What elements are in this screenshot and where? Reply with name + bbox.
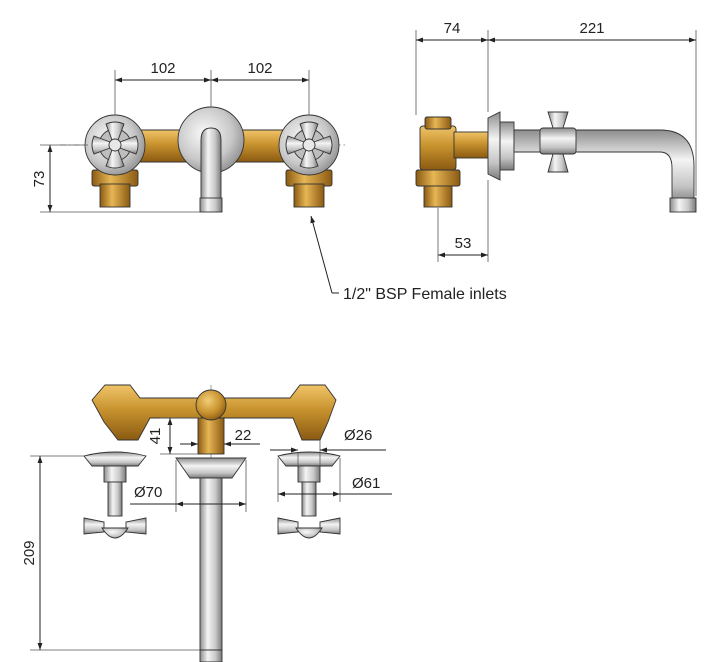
front-right-valve (278, 114, 340, 176)
dim-side-spout-reach: 221 (579, 20, 604, 37)
side-brass-body (415, 116, 489, 208)
top-left-valve (83, 451, 147, 539)
front-left-inlet (91, 169, 139, 208)
top-right-valve (277, 451, 341, 539)
dim-top-body-height: 41 (147, 428, 164, 445)
dim-front-height: 73 (31, 171, 48, 188)
dim-top-total-depth: 209 (21, 540, 38, 565)
dim-front-spacing-left: 102 (150, 60, 175, 77)
dim-side-wall-depth: 74 (444, 20, 461, 37)
front-left-valve (84, 114, 146, 176)
dim-top-flange-dia-small: Ø26 (344, 427, 372, 444)
side-wall-flange (487, 111, 501, 181)
side-view: 74 221 53 (415, 20, 697, 262)
front-right-inlet (285, 169, 333, 208)
inlet-leader (310, 215, 339, 294)
dim-top-outlet-dia: 22 (235, 427, 252, 444)
dim-top-cover-dia: Ø70 (134, 484, 162, 501)
dim-top-flange-dia-large: Ø61 (352, 475, 380, 492)
side-cross-handle (539, 111, 577, 173)
top-spout (175, 457, 247, 662)
dim-front-spacing-right: 102 (247, 60, 272, 77)
inlet-note: 1/2" BSP Female inlets (343, 286, 507, 303)
top-brass-body (91, 384, 337, 455)
front-spout (177, 106, 245, 213)
top-view: 41 22 Ø26 Ø61 Ø70 209 (21, 384, 392, 662)
front-view: 102 102 73 1/2" BSP Female inlets (31, 60, 507, 303)
dim-side-inlet-offset: 53 (455, 235, 472, 252)
